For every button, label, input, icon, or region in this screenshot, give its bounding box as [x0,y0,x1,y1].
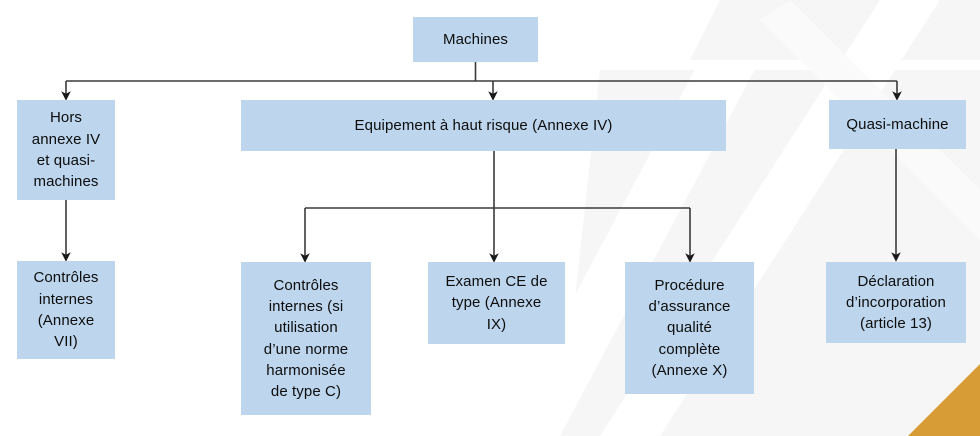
corner-accent-triangle [908,364,980,436]
node-procedure-assurance-qualite-complete-annexe-x[interactable]: Procédure d’assurance qualité complète (… [625,262,754,394]
node-controles-internes-annexe-vii[interactable]: Contrôles internes (Annexe VII) [17,261,115,359]
node-quasi-machine[interactable]: Quasi-machine [829,100,966,149]
node-declaration-incorporation-article-13[interactable]: Déclaration d’incorporation (article 13) [826,262,966,343]
node-controles-internes-norme-harmonisee[interactable]: Contrôles internes (si utilisation d’une… [241,262,371,415]
node-hors-annexe-iv-et-quasi-machines[interactable]: Hors annexe IV et quasi- machines [17,100,115,200]
node-examen-ce-de-type-annexe-ix[interactable]: Examen CE de type (Annexe IX) [428,262,565,344]
node-machines[interactable]: Machines [413,17,538,62]
node-equipement-a-haut-risque[interactable]: Equipement à haut risque (Annexe IV) [241,100,726,151]
